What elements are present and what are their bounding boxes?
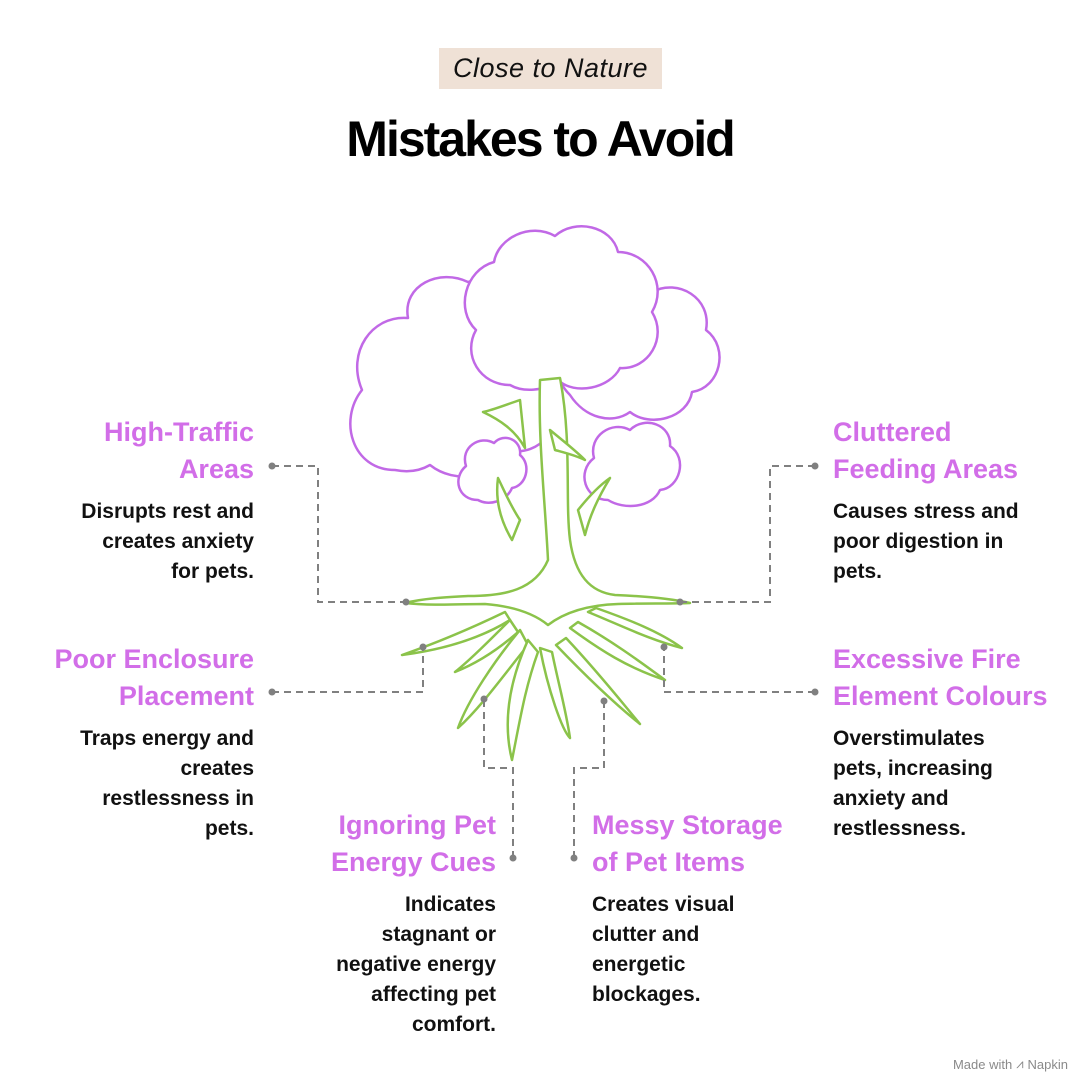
connector-dots [268,462,819,862]
tree-trunk [403,376,692,627]
page-title: Mistakes to Avoid [346,111,735,167]
item-heading: Ignoring Pet Energy Cues [330,810,496,877]
item-description: Traps energy and creates restlessness in… [80,727,254,840]
item-excessive-fire-element-colours: Excessive Fire Element Colours Overstimu… [833,641,1073,844]
item-description: Overstimulates pets, increasing anxiety … [833,727,993,840]
item-description: Causes stress and poor digestion in pets… [833,500,1019,583]
item-high-traffic-areas: High-Traffic Areas Disrupts rest and cre… [20,414,254,587]
item-description: Disrupts rest and creates anxiety for pe… [81,500,254,583]
item-description: Creates visual clutter and energetic blo… [592,893,735,1006]
connector-cluttered-feeding [680,465,815,603]
connector-fire-colours [663,647,815,693]
item-heading: High-Traffic Areas [103,417,254,484]
item-heading: Poor Enclosure Placement [54,644,254,711]
tagline: Close to Nature [439,48,662,89]
footer-attribution[interactable]: Made with ⩘ Napkin [953,1056,1068,1072]
item-ignoring-pet-energy-cues: Ignoring Pet Energy Cues Indicates stagn… [280,807,496,1040]
item-messy-storage-of-pet-items: Messy Storage of Pet Items Creates visua… [592,807,822,1010]
tree-canopy [349,225,721,508]
footer-made-with: Made with [952,1056,1013,1072]
item-description: Indicates stagnant or negative energy af… [336,893,496,1036]
item-poor-enclosure-placement: Poor Enclosure Placement Traps energy an… [20,641,254,844]
canopy-cloud-top [463,225,659,391]
item-heading: Excessive Fire Element Colours [833,644,1048,711]
napkin-icon: ⩘ [1016,1056,1024,1071]
item-heading: Messy Storage of Pet Items [592,810,783,877]
canopy-cloud-small-right [583,421,682,508]
tree-roots [400,606,684,762]
item-cluttered-feeding-areas: Cluttered Feeding Areas Causes stress an… [833,414,1063,587]
connector-high-traffic [272,465,406,603]
connectors [272,465,815,858]
canopy-cloud-small-left [457,436,528,504]
connector-poor-enclosure [272,647,424,693]
item-heading: Cluttered Feeding Areas [833,417,1019,484]
footer-brand: Napkin [1027,1056,1068,1072]
